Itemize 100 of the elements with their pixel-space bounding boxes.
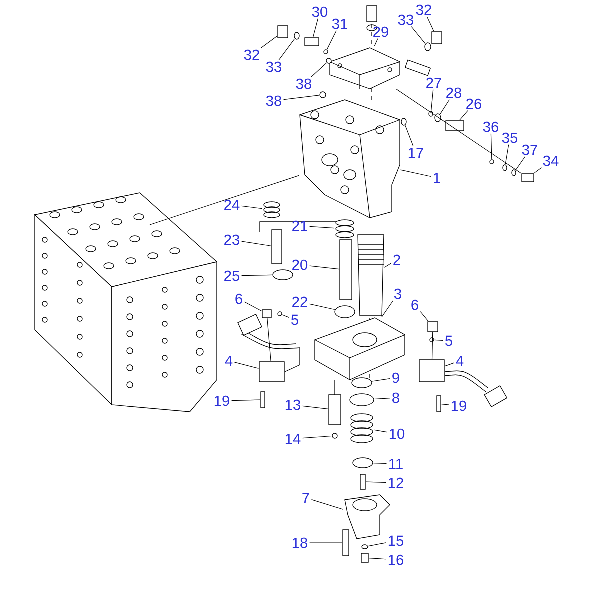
o-ring bbox=[294, 32, 300, 40]
callout-number: 32 bbox=[416, 4, 432, 16]
callout-number: 17 bbox=[408, 148, 424, 158]
leader-line bbox=[244, 302, 262, 312]
poppet bbox=[272, 230, 282, 264]
leader-line bbox=[242, 206, 263, 210]
o-ring bbox=[401, 118, 407, 126]
leader-line bbox=[282, 314, 290, 318]
leader-line bbox=[312, 18, 318, 38]
leader-line bbox=[373, 463, 388, 464]
o-ring bbox=[272, 270, 294, 280]
callout-number: 25 bbox=[224, 270, 240, 282]
valve-body bbox=[300, 100, 400, 218]
callout-number: 29 bbox=[374, 26, 388, 38]
callout-number: 2 bbox=[394, 254, 400, 266]
o-ring bbox=[512, 170, 516, 176]
leader-line bbox=[440, 100, 450, 115]
plate bbox=[428, 322, 438, 332]
callout-number: 19 bbox=[452, 400, 466, 412]
leader-line bbox=[431, 90, 434, 112]
o-ring bbox=[430, 338, 434, 342]
leader-line bbox=[311, 500, 344, 510]
retainer bbox=[352, 378, 372, 388]
plug bbox=[522, 174, 534, 182]
leader-line bbox=[368, 558, 386, 560]
o-ring bbox=[324, 50, 328, 54]
leader-line bbox=[366, 482, 386, 483]
leader-line bbox=[372, 378, 391, 382]
o-ring bbox=[362, 544, 368, 550]
callout-number: 10 bbox=[390, 428, 405, 440]
leader-line bbox=[444, 362, 455, 367]
leader-line bbox=[405, 125, 414, 147]
spring bbox=[264, 202, 280, 218]
piston bbox=[340, 240, 352, 300]
leader-line bbox=[420, 312, 429, 322]
callout-number: 19 bbox=[214, 396, 230, 406]
callout-number: 12 bbox=[388, 478, 404, 488]
leader-line bbox=[374, 430, 388, 433]
leader-line bbox=[310, 304, 336, 310]
callout-number: 14 bbox=[286, 434, 301, 444]
callout-number: 4 bbox=[225, 356, 233, 366]
plug bbox=[361, 553, 369, 563]
spring bbox=[336, 220, 354, 238]
bolt bbox=[342, 530, 350, 556]
retainer bbox=[352, 458, 374, 468]
callout-number: 38 bbox=[296, 78, 312, 90]
leader-line bbox=[302, 406, 329, 410]
o-ring bbox=[278, 312, 282, 316]
callout-number: 35 bbox=[502, 132, 518, 144]
callout-number: 24 bbox=[224, 200, 240, 210]
nut bbox=[320, 92, 326, 98]
solenoid bbox=[259, 362, 285, 382]
bolt bbox=[436, 396, 442, 412]
callout-number: 18 bbox=[292, 538, 308, 548]
assembly-line bbox=[432, 332, 434, 360]
o-ring bbox=[334, 306, 356, 318]
leader-line bbox=[516, 156, 526, 171]
callout-number: 37 bbox=[522, 144, 538, 156]
leader-line bbox=[426, 16, 434, 32]
callout-number: 4 bbox=[456, 356, 464, 366]
callout-number: 36 bbox=[483, 122, 498, 132]
callout-number: 34 bbox=[543, 156, 559, 166]
callout-number: 11 bbox=[390, 458, 403, 470]
plug bbox=[446, 120, 464, 132]
cover bbox=[344, 494, 390, 540]
piston bbox=[328, 394, 342, 426]
nut bbox=[326, 58, 332, 64]
callout-number: 30 bbox=[312, 6, 328, 18]
callout-number: 27 bbox=[426, 78, 442, 88]
leader-line bbox=[368, 542, 386, 547]
callout-number: 21 bbox=[292, 220, 308, 232]
leader-line bbox=[260, 36, 278, 48]
o-ring bbox=[424, 42, 432, 52]
leader-line bbox=[382, 300, 394, 318]
leader-line bbox=[490, 134, 492, 160]
leader-line bbox=[242, 241, 272, 246]
assembly-line bbox=[267, 318, 272, 362]
callout-number: 16 bbox=[388, 554, 404, 566]
bolt bbox=[260, 392, 266, 408]
callout-number: 26 bbox=[466, 98, 482, 110]
callout-number: 1 bbox=[434, 172, 440, 184]
leader-line bbox=[384, 263, 392, 268]
solenoid bbox=[419, 360, 445, 382]
callout-number: 20 bbox=[292, 260, 308, 270]
callout-number: 33 bbox=[266, 62, 282, 72]
callout-number: 6 bbox=[236, 294, 242, 304]
leader-line bbox=[505, 144, 510, 165]
spring-plug bbox=[304, 38, 320, 46]
leader-line bbox=[310, 266, 340, 270]
leader-line bbox=[374, 398, 391, 400]
leader-line bbox=[302, 436, 332, 439]
spool bbox=[358, 234, 384, 316]
leader-line bbox=[242, 274, 273, 276]
leader-line bbox=[460, 110, 468, 121]
callout-number: 8 bbox=[392, 392, 400, 404]
callout-number: 32 bbox=[244, 50, 260, 60]
leader-line bbox=[278, 38, 296, 60]
leader-line bbox=[234, 362, 260, 369]
assembly-line bbox=[396, 89, 522, 174]
leader-line bbox=[310, 226, 335, 229]
